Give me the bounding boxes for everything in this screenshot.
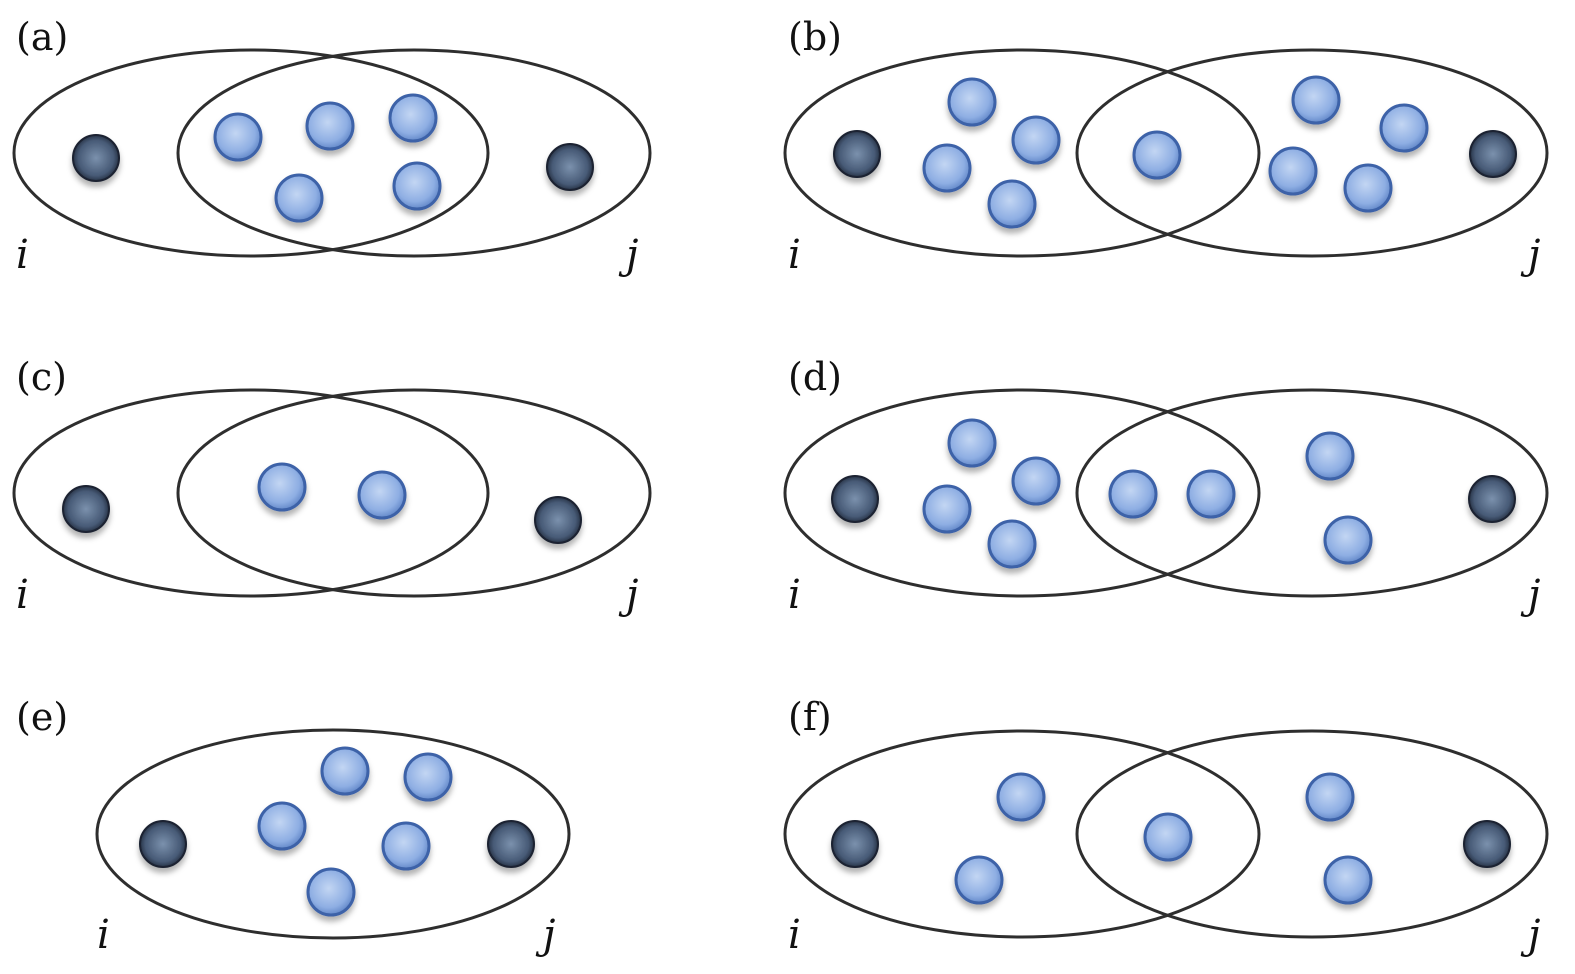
node-i — [139, 820, 187, 868]
node — [1011, 456, 1061, 506]
node-j — [546, 143, 594, 191]
node-j-label: j — [1520, 912, 1540, 958]
node-i — [833, 130, 881, 178]
common-node — [213, 112, 263, 162]
panel-label: (c) — [16, 355, 67, 399]
node-j — [1463, 820, 1511, 868]
node — [987, 179, 1037, 229]
node — [306, 867, 356, 917]
common-node — [1143, 812, 1193, 862]
node — [1379, 103, 1429, 153]
node-j-label: j — [618, 572, 638, 618]
community-ellipse-i — [12, 48, 490, 258]
node — [320, 746, 370, 796]
node-i — [72, 134, 120, 182]
node — [381, 821, 431, 871]
node — [996, 772, 1046, 822]
node — [1323, 515, 1373, 565]
node — [922, 143, 972, 193]
panel-label: (b) — [788, 15, 842, 59]
node — [1268, 146, 1318, 196]
panel-e: (e) i j — [16, 695, 571, 958]
common-node — [274, 173, 324, 223]
panel-label: (d) — [788, 355, 842, 399]
community-ellipse-i — [783, 729, 1261, 939]
node — [403, 752, 453, 802]
node — [987, 519, 1037, 569]
node-i-label: i — [16, 232, 29, 278]
node-i-label: i — [16, 572, 29, 618]
node-j — [487, 820, 535, 868]
node-j — [1469, 130, 1517, 178]
node-i — [62, 485, 110, 533]
node — [1305, 431, 1355, 481]
node — [1323, 855, 1373, 905]
common-node — [357, 470, 407, 520]
panel-a: (a) i j — [12, 15, 652, 278]
node-j — [1468, 475, 1516, 523]
node — [947, 418, 997, 468]
node — [1011, 115, 1061, 165]
panel-label: (e) — [16, 695, 68, 739]
community-ellipse-i — [783, 48, 1261, 258]
common-node — [388, 93, 438, 143]
node — [922, 484, 972, 534]
community-ellipse-j — [1075, 48, 1549, 258]
node-i — [831, 820, 879, 868]
node-i-label: i — [788, 232, 801, 278]
panel-d: (d) i j — [783, 355, 1549, 618]
community-ellipse — [95, 728, 571, 940]
node-j-label: j — [618, 232, 638, 278]
common-node — [1132, 130, 1182, 180]
node — [257, 801, 307, 851]
community-ellipse-j — [176, 48, 652, 258]
community-ellipse-i — [783, 388, 1261, 598]
common-node — [257, 462, 307, 512]
panel-label: (a) — [16, 15, 68, 59]
common-node — [1108, 469, 1158, 519]
node-j-label: j — [1520, 572, 1540, 618]
node — [1291, 75, 1341, 125]
node-i-label: i — [97, 912, 110, 958]
common-node — [305, 101, 355, 151]
node — [947, 77, 997, 127]
panel-label: (f) — [788, 695, 832, 739]
node — [954, 855, 1004, 905]
common-node — [392, 161, 442, 211]
node-i — [831, 475, 879, 523]
common-node — [1186, 469, 1236, 519]
panel-f: (f) i j — [783, 695, 1549, 958]
node-j-label: j — [535, 912, 555, 958]
node-i-label: i — [788, 912, 801, 958]
community-ellipse-i — [12, 388, 490, 598]
panel-c: (c) i j — [12, 355, 652, 618]
node-j — [534, 496, 582, 544]
community-ellipse-j — [1075, 388, 1549, 598]
community-ellipse-j — [1075, 729, 1549, 939]
community-ellipse-j — [176, 388, 652, 598]
node — [1343, 163, 1393, 213]
node-j-label: j — [1520, 232, 1540, 278]
node-i-label: i — [788, 572, 801, 618]
node — [1305, 772, 1355, 822]
panel-b: (b) i j — [783, 15, 1549, 278]
